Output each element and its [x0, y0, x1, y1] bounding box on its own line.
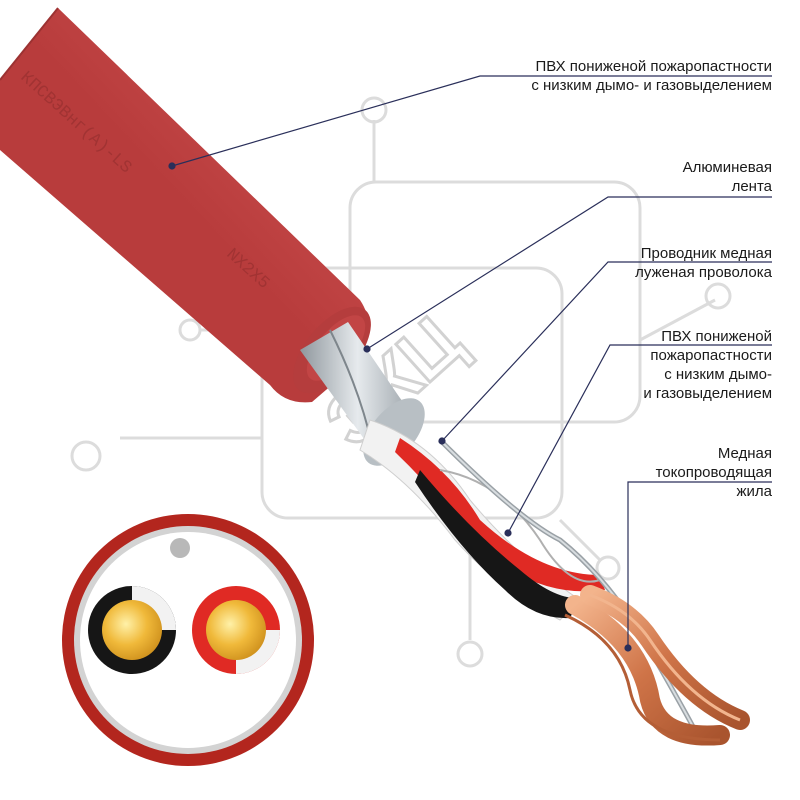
callout-jacket: ПВХ пониженой пожаропастности с низким д… — [531, 57, 772, 95]
leader-line-conductor — [627, 481, 772, 648]
callout-line: ПВХ пониженой — [661, 328, 772, 345]
callout-line: луженая проволока — [635, 264, 772, 281]
copper-core-right — [206, 600, 266, 660]
copper-conductors — [564, 585, 750, 746]
leader-line-drain — [441, 261, 772, 442]
callout-line: пожаропастности — [650, 347, 772, 364]
cable-cross-section — [62, 514, 314, 766]
callout-line: ПВХ пониженой пожаропастности — [535, 58, 772, 75]
callout-line: и газовыделением — [643, 385, 772, 402]
callout-conductor: Медная токопроводящая жила — [656, 444, 772, 501]
callout-drain-wire: Проводник медная луженая проволока — [635, 244, 772, 282]
callout-insulation: ПВХ пониженой пожаропастности с низким д… — [643, 327, 772, 403]
leader-line-insulation — [507, 344, 772, 534]
callout-line: Медная — [717, 445, 772, 462]
leader-lines — [168, 75, 772, 652]
twisted-pair — [359, 419, 605, 621]
callout-line: жила — [736, 483, 772, 500]
leader-line-jacket — [171, 75, 772, 167]
callout-line: Проводник медная — [640, 245, 772, 262]
copper-core-left — [102, 600, 162, 660]
watermark-logo — [70, 96, 732, 668]
callout-line: токопроводящая — [655, 464, 772, 481]
callout-line: Алюминевая — [682, 159, 772, 176]
callout-foil: Алюминевая лента — [683, 158, 772, 196]
callout-line: с низким дымо- — [664, 366, 772, 383]
leader-line-foil — [366, 196, 772, 350]
callout-line: с низким дымо- и газовыделением — [531, 77, 772, 94]
callout-line: лента — [731, 178, 772, 195]
